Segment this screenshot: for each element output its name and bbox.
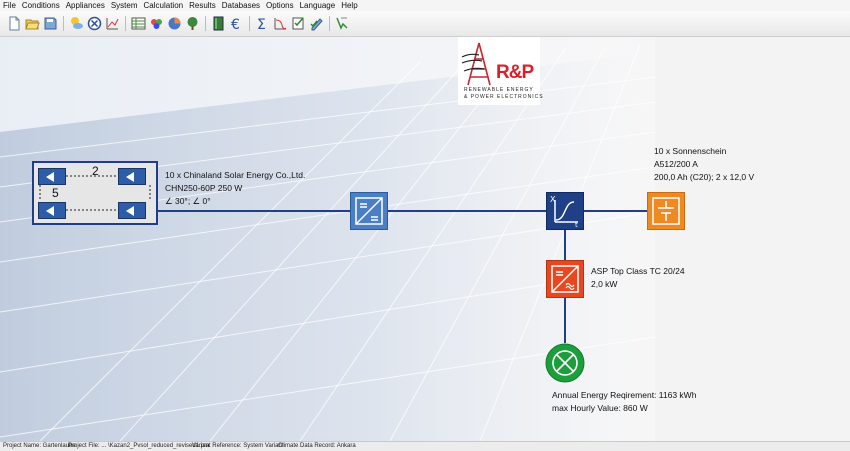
battery[interactable] [647,192,685,230]
right-panel [655,37,850,441]
menu-file[interactable]: File [3,1,16,10]
load[interactable] [545,343,585,383]
chart-icon[interactable] [104,15,121,32]
pylon-icon [461,42,491,86]
cancel-icon[interactable] [86,15,103,32]
status-bar: Project Name: Gartenlaube Project File: … [0,441,850,451]
logo-line1: RENEWABLE ENERGY [464,87,534,93]
status-variant: Variant Reference: System Variant [192,443,284,449]
rp-logo: R&P RENEWABLE ENERGY & POWER ELECTRONICS [458,37,543,105]
pv-module [118,168,146,185]
new-file-icon[interactable] [6,15,23,32]
open-file-icon[interactable] [24,15,41,32]
menu-conditions[interactable]: Conditions [21,1,60,10]
pv-module [38,168,66,185]
pv-label-line1: 10 x Chinaland Solar Energy Co.,Ltd. [165,170,306,180]
menu-results[interactable]: Results [189,1,216,10]
inverter-icon [546,260,584,298]
toolbar: € Σ [0,11,850,37]
battery-label-line3: 200,0 Ah (C20); 2 x 12,0 V [654,172,755,182]
pv-module [38,202,66,219]
load-lamp-icon [545,343,585,383]
menu-appliances[interactable]: Appliances [65,1,105,10]
pv-wiring [39,175,151,211]
book-icon[interactable] [210,15,227,32]
menu-bar: File Conditions Appliances System Calculatio… [0,0,850,11]
menu-options[interactable]: Options [266,1,294,10]
battery-icon [647,192,685,230]
table-icon[interactable] [130,15,147,32]
logo-line2: & POWER ELECTRONICS [464,94,544,100]
tree-icon[interactable] [184,15,201,32]
pv-modules-count: 5 [52,186,59,200]
menu-calculation[interactable]: Calculation [143,1,184,10]
pv-array[interactable]: 2 5 [32,161,158,225]
inverter-label-line2: 2,0 kW [591,279,618,289]
pie-chart-icon[interactable] [166,15,183,32]
checklist-icon[interactable] [290,15,307,32]
color-icon[interactable] [148,15,165,32]
weather-icon[interactable] [68,15,85,32]
menu-system[interactable]: System [110,1,138,10]
charge-controller-icon [350,192,388,230]
curve-icon[interactable] [272,15,289,32]
inverter[interactable] [546,260,584,298]
pv-module [118,202,146,219]
status-climate: Climate Data Record: Ankara [278,443,356,449]
logo-brand: R&P [496,62,534,83]
svg-text:Σ: Σ [257,17,266,32]
menu-language[interactable]: Language [299,1,336,10]
menu-help[interactable]: Help [341,1,358,10]
svg-text:t: t [575,221,578,229]
status-project-file: Project File: ... \Kazan2_Pvsol_reduced_… [68,443,210,449]
approve-icon[interactable] [308,15,325,32]
charge-controller[interactable] [350,192,388,230]
pv-label-line3: ∠ 30°; ∠ 0° [165,196,211,206]
svg-text:X: X [550,195,556,204]
menu-databases[interactable]: Databases [221,1,261,10]
diagram-canvas: R&P RENEWABLE ENERGY & POWER ELECTRONICS… [0,37,850,441]
inverter-label-line1: ASP Top Class TC 20/24 [591,266,685,276]
energy-manager[interactable]: X t [546,192,584,230]
pv-strings-count: 2 [92,164,99,178]
load-label-line1: Annual Energy Reqirement: 1163 kWh [552,390,697,400]
euro-icon[interactable]: € [228,15,245,32]
system-diagram-lines [158,210,647,343]
status-project-name: Project Name: Gartenlaube [3,443,76,449]
save-file-icon[interactable] [42,15,59,32]
load-label-line2: max Hourly Value: 860 W [552,403,648,413]
energy-manager-icon: X t [546,192,584,230]
svg-text:€: € [231,17,240,32]
info-icon[interactable] [334,15,351,32]
battery-label-line1: 10 x Sonnenschein [654,146,727,156]
pv-label-line2: CHN250-60P 250 W [165,183,243,193]
battery-label-line2: A512/200 A [654,159,698,169]
sum-icon[interactable]: Σ [254,15,271,32]
